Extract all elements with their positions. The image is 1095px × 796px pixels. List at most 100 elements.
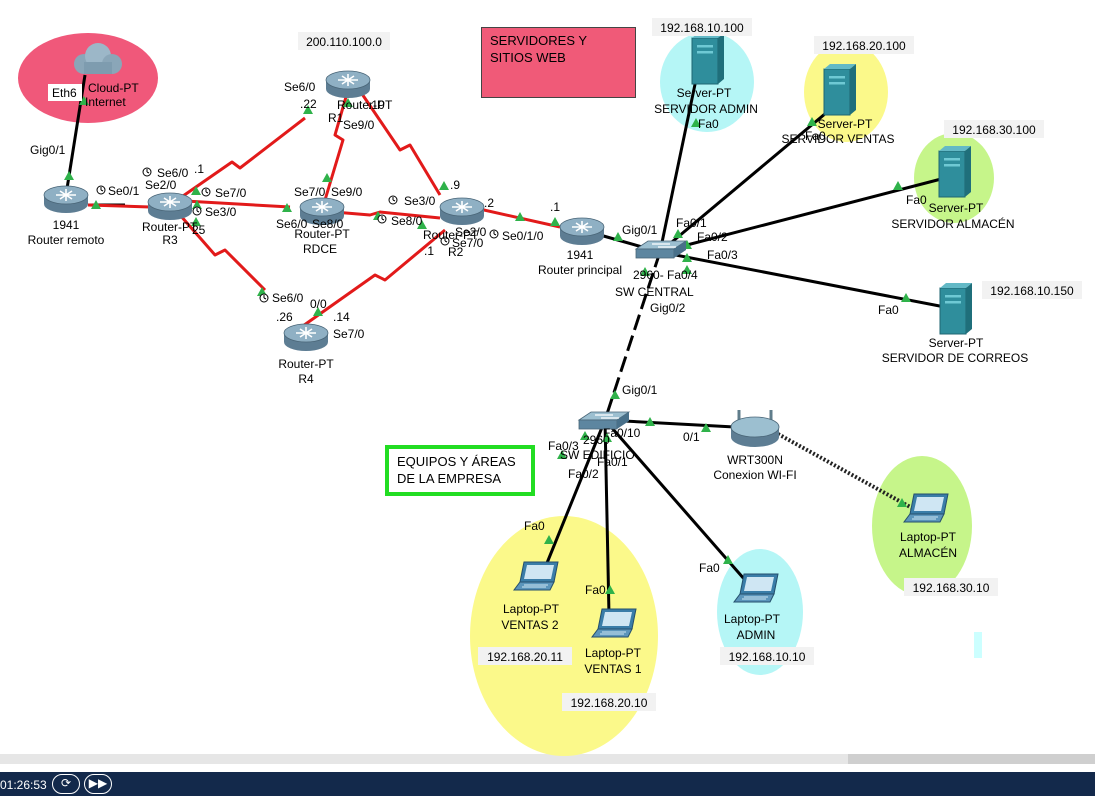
ip-label: 192.168.20.11: [487, 650, 563, 664]
device-model-label: Server-PT: [929, 336, 984, 350]
port-label: Se7/0: [452, 236, 484, 250]
horizontal-scrollbar-thumb[interactable]: [848, 754, 1095, 764]
port-label: Fa0: [698, 117, 719, 131]
port-label: Se3/0: [404, 194, 436, 208]
device-laptop-almacen[interactable]: Laptop-PT ALMACÉN: [899, 493, 957, 560]
network-topology-canvas[interactable]: Cloud-PT Internet 1941 Router remoto Rou…: [0, 0, 1095, 760]
device-name-label: SERVIDOR ADMIN: [654, 102, 758, 116]
port-label: Fa0/2: [568, 467, 599, 481]
port-label: 0/1: [683, 430, 700, 444]
router-icon: [559, 217, 605, 246]
server-icon: [938, 145, 972, 198]
device-model-label: Laptop-PT: [900, 530, 957, 544]
port-label: Gig0/1: [622, 223, 658, 237]
device-r2[interactable]: Router-PT R2: [423, 197, 485, 259]
device-laptop-admin[interactable]: Laptop-PT ADMIN: [724, 573, 781, 642]
simulation-time: 01:26:53: [0, 778, 47, 792]
device-model-label: Router-PT: [142, 220, 198, 234]
port-label: Fa0/2: [697, 230, 728, 244]
device-servidor-admin[interactable]: Server-PT SERVIDOR ADMIN: [654, 32, 758, 116]
device-name-label: RDCE: [303, 242, 337, 256]
device-model-label: Router-PT: [337, 98, 393, 112]
router-icon: [43, 185, 89, 214]
port-label: .22: [300, 97, 317, 111]
port-label: .2: [484, 196, 494, 210]
device-sw-edificio[interactable]: 2960 SW EDIFICIO: [560, 411, 635, 462]
port-label: Fa0/3: [707, 248, 738, 262]
port-status-indicators: [64, 96, 911, 594]
device-sw-central[interactable]: 2960- SW CENTRAL: [615, 240, 694, 299]
device-router-principal[interactable]: 1941 Router principal: [538, 217, 622, 277]
device-wrt300n[interactable]: WRT300N Conexion WI-FI: [713, 408, 797, 482]
device-name-label: SERVIDOR ALMACÉN: [891, 216, 1014, 231]
port-label: .14: [333, 310, 350, 324]
device-cloud[interactable]: Cloud-PT Internet: [74, 43, 139, 109]
device-router-remoto[interactable]: 1941 Router remoto: [28, 185, 105, 247]
port-label: Fa0/1: [597, 455, 628, 469]
port-label: Se8/0: [312, 217, 344, 231]
port-label: Fa0/4: [667, 268, 698, 282]
fast-forward-button[interactable]: ▶▶: [84, 774, 112, 794]
device-model-label: 2960: [583, 433, 610, 447]
port-label: Se6/0: [272, 291, 304, 305]
ip-label: 192.168.10.100: [660, 21, 744, 35]
device-rdce[interactable]: Router-PT RDCE: [294, 197, 350, 256]
wireless-link: [777, 432, 913, 510]
horizontal-scrollbar-track[interactable]: [0, 754, 848, 764]
port-label: Fa0: [805, 129, 826, 143]
device-name-label: ALMACÉN: [899, 545, 957, 560]
device-name-label: VENTAS 1: [584, 662, 641, 676]
ip-label: 192.168.20.100: [822, 39, 906, 53]
port-label: 25: [192, 223, 206, 237]
device-name-label: SERVIDOR DE CORREOS: [882, 351, 1028, 365]
area-admin: [717, 549, 803, 675]
note-equipos[interactable]: EQUIPOS Y ÁREAS DE LA EMPRESA: [385, 445, 535, 496]
device-model-label: Server-PT: [929, 201, 984, 215]
area-almacen: [872, 456, 972, 596]
device-r3[interactable]: Router-PT R3: [142, 192, 198, 247]
port-label: Se6/0: [276, 217, 308, 231]
device-name-label: VENTAS 2: [501, 618, 558, 632]
port-label: Fa0: [699, 561, 720, 575]
port-label: Se0/1: [108, 184, 140, 198]
port-label: Se0/1/0: [502, 229, 544, 243]
server-icon: [691, 32, 725, 85]
device-servidor-almacen[interactable]: Server-PT SERVIDOR ALMACÉN: [891, 145, 1015, 231]
device-name-label: Router principal: [538, 263, 622, 277]
port-labels: Eth6 Gig0/1 Se0/1 Se2/0 Se6/0 .1 Se7/0 S…: [30, 80, 927, 597]
note-text: EQUIPOS Y ÁREAS DE LA EMPRESA: [397, 454, 516, 486]
port-label: Eth6: [52, 86, 77, 100]
device-r1[interactable]: Router-PT R1: [325, 70, 393, 125]
power-cycle-button[interactable]: ⟳: [52, 774, 80, 794]
port-label: Se9/0: [331, 185, 363, 199]
port-label: Se7/0: [294, 185, 326, 199]
port-label: Fa0/10: [603, 426, 641, 440]
device-r4[interactable]: Router-PT R4: [278, 323, 334, 386]
ip-label: 192.168.30.10: [913, 581, 990, 595]
device-name-label: Conexion WI-FI: [713, 468, 796, 482]
ip-label: 192.168.30.100: [952, 123, 1036, 137]
device-laptop-ventas-2[interactable]: Laptop-PT VENTAS 2: [501, 561, 560, 632]
port-label: Se6/0: [157, 166, 189, 180]
router-icon: [283, 323, 329, 352]
wireless-router-icon: [729, 408, 781, 449]
note-text: SERVIDORES Y SITIOS WEB: [490, 33, 588, 65]
device-servidor-correos[interactable]: Server-PT SERVIDOR DE CORREOS: [882, 282, 1028, 365]
port-label: Gig0/1: [622, 383, 658, 397]
port-label: Gig0/1: [30, 143, 66, 157]
port-label: Se9/0: [343, 118, 375, 132]
device-model-label: 1941: [567, 248, 594, 262]
area-internet: [18, 33, 158, 123]
note-servidores[interactable]: SERVIDORES Y SITIOS WEB: [481, 27, 636, 98]
port-label: .9: [450, 178, 460, 192]
realtime-playbar: 01:26:53 ⟳ ▶▶: [0, 772, 1095, 796]
ip-labels: 200.110.100.0 192.168.10.100 192.168.20.…: [298, 18, 1082, 711]
port-label: Gig0/2: [650, 301, 686, 315]
device-laptop-ventas-1[interactable]: Laptop-PT VENTAS 1: [584, 608, 642, 676]
device-model-label: 2960-: [633, 268, 664, 282]
device-servidor-ventas[interactable]: Server-PT SERVIDOR VENTAS: [782, 63, 895, 146]
port-label: Se7/0: [333, 327, 365, 341]
port-label: Se2/0: [455, 225, 487, 239]
device-model-label: Server-PT: [818, 117, 873, 131]
port-label: Se2/0: [145, 178, 177, 192]
